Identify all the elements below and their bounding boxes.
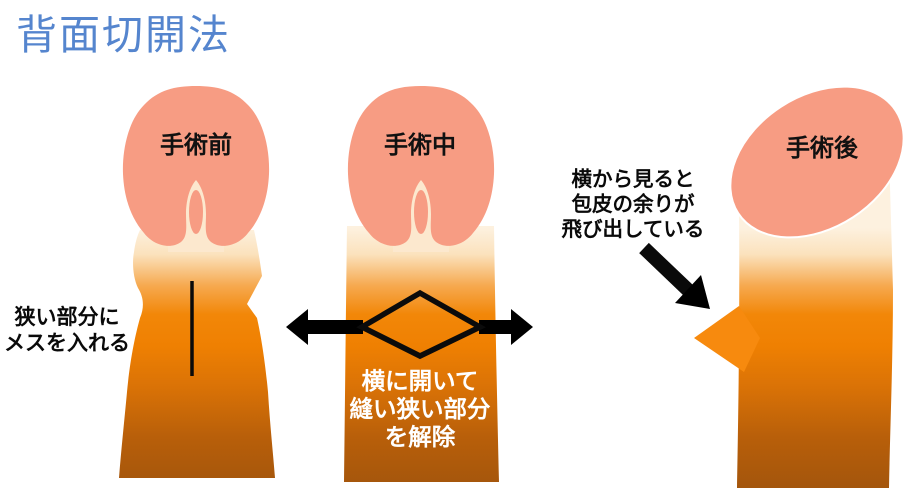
- excess-note: 横から見ると 包皮の余りが 飛び出している: [562, 167, 705, 241]
- figure-label-during: 手術中: [384, 131, 456, 159]
- page-title: 背面切開法: [16, 11, 231, 59]
- open-note-line-2: 縫い狭い部分: [350, 395, 491, 423]
- figure-after: 手術後: [694, 85, 905, 488]
- incision-note: 狭い部分に メスを入れる: [4, 305, 130, 355]
- meatus-slit: [189, 190, 203, 234]
- incision-diamond: [356, 289, 486, 360]
- glans-during: [347, 86, 495, 252]
- figure-during: 横に開いて 縫い狭い部分 を解除 手術中: [286, 86, 533, 482]
- arrow-right-icon: [479, 309, 533, 345]
- incision-note-line-1: 狭い部分に: [14, 305, 120, 329]
- arrow-left-icon: [286, 309, 363, 345]
- figure-label-after: 手術後: [786, 134, 859, 162]
- arrow-down-right-head: [675, 275, 710, 309]
- arrow-down-right-icon: [639, 242, 710, 309]
- glans-outline: [122, 86, 270, 246]
- glans-before: [122, 86, 270, 252]
- arrow-down-right-shaft: [639, 242, 693, 296]
- excess-foreskin-flap: [694, 306, 760, 372]
- incision-note-line-2: メスを入れる: [4, 331, 130, 355]
- open-note-line-3: を解除: [385, 423, 456, 451]
- excess-note-line-1: 横から見ると: [572, 167, 695, 191]
- excess-note-line-3: 飛び出している: [562, 217, 705, 241]
- penis-shaft-before: [119, 230, 275, 478]
- figure-before: 手術前: [119, 86, 275, 478]
- glans-after: [729, 85, 905, 239]
- figure-label-before: 手術前: [160, 131, 232, 159]
- open-note-line-1: 横に開いて: [362, 367, 479, 395]
- excess-note-line-2: 包皮の余りが: [572, 192, 695, 216]
